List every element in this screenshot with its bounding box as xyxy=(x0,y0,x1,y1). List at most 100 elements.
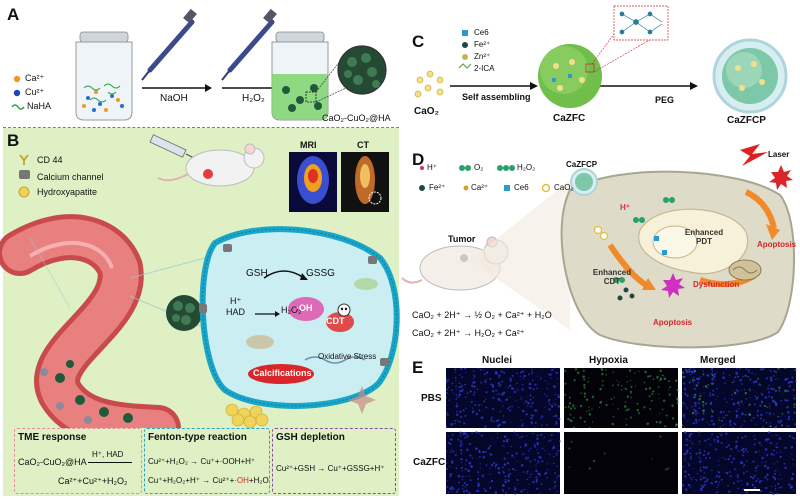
cazfc-label: CaZFC xyxy=(553,113,586,124)
pipette-icon xyxy=(221,8,277,81)
cell-cdt: CDT xyxy=(326,316,345,326)
ct-image xyxy=(341,152,389,212)
fenton-line2-b: +H₂O xyxy=(248,476,269,485)
legend-calcium-channel: Calcium channel xyxy=(37,172,104,182)
nano-label: CaZFCP xyxy=(566,160,598,169)
hydroxyapatite-icon xyxy=(18,186,30,198)
nanoparticle-icon xyxy=(166,295,202,331)
panel-c-graphic xyxy=(414,5,788,114)
cao2-label: CaO₂ xyxy=(414,106,440,117)
tme-line2: Ca²⁺+Cu²⁺+H₂O₂ xyxy=(58,476,128,486)
legend-cd44: CD 44 xyxy=(37,155,63,165)
tme-line1: CaO₂-CuO₂@HA xyxy=(18,457,87,467)
cazfcp-label: CaZFCP xyxy=(727,115,766,126)
tme-title: TME response xyxy=(18,432,87,443)
mof-lattice xyxy=(613,5,669,41)
cell-had: HAD xyxy=(226,307,246,317)
apoptosis-label-1: Apoptosis xyxy=(757,240,797,249)
cell-h2o2: H₂O₂ xyxy=(281,305,302,315)
panel-divider xyxy=(3,127,399,128)
self-assembling-label: Self assembling xyxy=(462,92,531,102)
cell-oxidative-stress: Oxidative Stress xyxy=(318,352,377,361)
panel-b-graphic xyxy=(0,134,400,428)
enhanced-cdt-label: Enhanced CDT xyxy=(592,268,632,286)
apoptosis-label-2: Apoptosis xyxy=(653,318,693,327)
cazfcp-sphere xyxy=(712,38,788,114)
gsh-line1: Cu²⁺+GSH → Cu⁺+GSSG+H⁺ xyxy=(276,464,385,473)
fenton-line2-oh: ·OH xyxy=(234,476,249,485)
cazfcp-merged-image xyxy=(682,432,796,494)
cell-diagram xyxy=(199,226,400,428)
legend-cao2-d: CaO₂ xyxy=(554,183,574,192)
legend-naha: NaHA xyxy=(27,101,52,111)
legend-ce6-d: Ce6 xyxy=(514,183,529,192)
cell-gsh: GSH xyxy=(246,268,268,279)
panel-c-label: C xyxy=(412,32,425,51)
legend-fe: Fe²⁺ xyxy=(474,40,491,49)
fenton-reaction-box xyxy=(144,428,270,494)
precursor-jar xyxy=(75,31,133,121)
tme-response-box xyxy=(14,428,142,494)
fluorescence-grid xyxy=(446,368,797,496)
equation-1: CaO₂ + 2H⁺ → ½ O₂ + Ca²⁺ + H₂O xyxy=(412,310,552,320)
pbs-merged-image xyxy=(682,368,796,428)
panel-a-graphic xyxy=(11,8,387,121)
cd44-icon xyxy=(19,154,29,165)
legend-ca-d: Ca²⁺ xyxy=(471,183,489,192)
fenton-line2: Cu⁺+H₂O₂+H⁺ → Cu²⁺+·OH+H₂O xyxy=(148,476,269,485)
cell-calcifications: Calcifications xyxy=(253,368,312,378)
enhanced-pdt-label: Enhanced PDT xyxy=(684,228,724,246)
column-hypoxia: Hypoxia xyxy=(589,355,628,366)
laser-label: Laser xyxy=(768,150,790,159)
mri-label: MRI xyxy=(300,140,317,150)
legend-h2o2-d: H₂O₂ xyxy=(517,163,536,172)
mouse-icon xyxy=(157,143,265,187)
gsh-depletion-box xyxy=(272,428,396,494)
panel-e-label: E xyxy=(412,358,424,377)
cazfc-sphere xyxy=(538,44,602,108)
h-plus-d: H⁺ xyxy=(620,203,630,212)
legend-ca: Ca²⁺ xyxy=(25,73,45,83)
calcium-channel-icon xyxy=(19,170,30,179)
cell-h-plus: H⁺ xyxy=(230,296,242,306)
legend-h-plus: H⁺ xyxy=(427,163,437,172)
pipette-icon xyxy=(141,8,197,81)
legend-fe-d: Fe²⁺ xyxy=(429,183,446,192)
legend-cu: Cu²⁺ xyxy=(25,87,45,97)
dysfunction-label: Dysfunction xyxy=(693,280,740,289)
tumor-cell-diagram xyxy=(560,144,796,349)
fenton-line1: Cu²⁺+H₂O₂ → Cu⁺+·OOH+H⁺ xyxy=(148,457,256,466)
legend-zn: Zn²⁺ xyxy=(474,52,491,61)
legend-o2: O₂ xyxy=(474,163,484,172)
legend-2ica: 2-ICA xyxy=(474,64,495,73)
blood-vessel xyxy=(0,214,181,428)
step-naoh: NaOH xyxy=(160,93,188,104)
product-label: CaO₂-CuO₂@HA xyxy=(322,113,391,123)
pbs-hypoxia-image xyxy=(564,368,678,428)
peg-label: PEG xyxy=(655,95,675,105)
column-merged: Merged xyxy=(700,355,736,366)
tumor-label: Tumor xyxy=(448,234,476,244)
legend-ce6: Ce6 xyxy=(474,28,489,37)
tme-arrow-label: H⁺, HAD xyxy=(92,450,124,459)
row-pbs: PBS xyxy=(421,393,442,404)
nanoparticle-zoom xyxy=(337,45,387,95)
cao2-particles xyxy=(414,70,444,98)
fenton-title: Fenton-type reaction xyxy=(148,432,247,443)
mri-image xyxy=(289,152,337,212)
column-nuclei: Nuclei xyxy=(482,355,513,366)
panel-d-graphic xyxy=(401,144,796,349)
equation-2: CaO₂ + 2H⁺ → H₂O₂ + Ca²⁺ xyxy=(412,328,525,338)
tme-arrow xyxy=(88,462,132,463)
cell-gssg: GSSG xyxy=(306,268,335,279)
cell-oh: ·OH xyxy=(296,303,313,313)
product-jar xyxy=(271,31,329,121)
step-h2o2: H₂O₂ xyxy=(242,93,265,104)
panel-b-label: B xyxy=(7,131,20,150)
cazfcp-hypoxia-image xyxy=(564,432,678,494)
legend-hydroxyapatite: Hydroxyapatite xyxy=(37,187,98,197)
panel-d-label: D xyxy=(412,150,425,169)
panel-a-label: A xyxy=(7,5,20,24)
gsh-title: GSH depletion xyxy=(276,432,345,443)
row-cazfcp: CaZFCP xyxy=(413,457,452,468)
